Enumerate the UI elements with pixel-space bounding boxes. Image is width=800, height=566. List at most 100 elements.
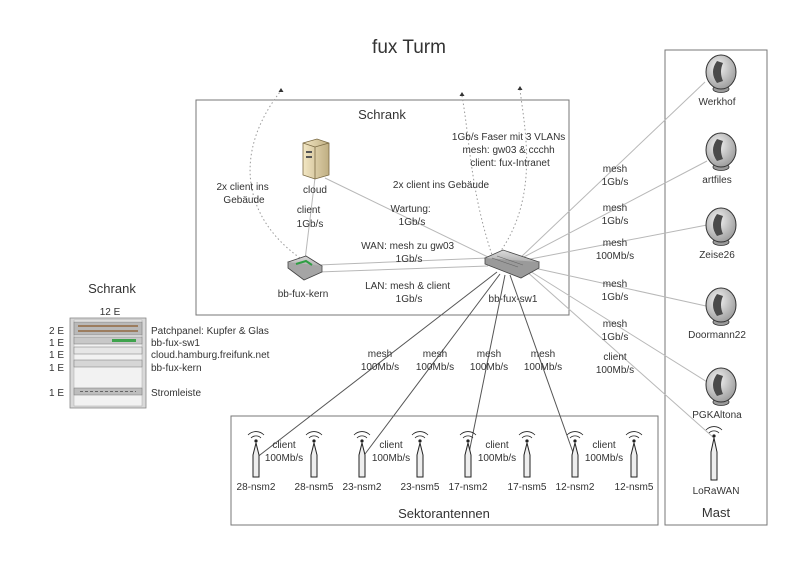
label-wan: WAN: mesh zu gw03 1Gb/s [361,241,457,265]
link-pgkaltona [524,267,713,386]
sw1-label: bb-fux-sw1 [489,294,538,305]
antenna-icon [353,431,371,478]
uplink-mid [461,95,494,259]
link-zeise26 [519,224,708,262]
rack-row-label: cloud.hamburg.freifunk.net [151,350,270,361]
link-kern-sw1-wan [317,257,489,266]
lorawan-antenna-icon [705,426,723,481]
rack-title: Schrank [88,281,136,296]
mast-box [664,49,768,526]
antenna-label: 28-nsm2 [237,482,276,493]
page-title: fux Turm [372,37,446,58]
sektor-box-title: Sektorantennen [398,506,490,521]
sector-antennas: 28-nsm2 28-nsm5 23-nsm2 23-nsm5 17-nsm2 17-ns… [237,431,654,493]
label-lan: LAN: mesh & client 1Gb/s [365,281,453,305]
antenna-label: 17-nsm5 [508,482,547,493]
schrank-box-title: Schrank [358,107,406,122]
dish-icon [705,207,737,246]
mast-node-label: Werkhof [698,97,735,108]
antenna-icon [459,431,477,478]
antenna-label: 23-nsm5 [401,482,440,493]
antenna-label: 12-nsm2 [556,482,595,493]
label-client-gebaeude-left: 2x client ins Gebäude [216,182,271,206]
link-lorawan [524,269,715,439]
sektor-box [230,415,659,526]
antenna-icon [625,431,643,478]
kern-label: bb-fux-kern [278,289,329,300]
link-doormann22 [524,265,707,307]
rack-rows: 2 E Patchpanel: Kupfer & Glas 1 E bb-fux… [49,326,270,399]
antenna-icon [305,431,323,478]
rack-row-units: 1 E [49,388,64,399]
label-client-gebaeude-mid: 2x client ins Gebäude [393,180,490,191]
kern-router-icon [287,255,323,281]
rack-size: 12 E [100,307,121,318]
antenna-icon [518,431,536,478]
rack-row-units: 1 E [49,363,64,374]
link-17-nsm2 [467,274,506,459]
link-23-nsm2 [361,273,501,459]
dish-icon [705,367,737,406]
dish-icon [705,287,737,326]
mast-node-label: Zeise26 [699,250,735,261]
antenna-label: 28-nsm5 [295,482,334,493]
uplink-arrow-right [517,86,523,90]
uplink-left [249,91,301,259]
mast-node-label: Doormann22 [688,330,746,341]
link-kern-sw1-lan [317,265,489,273]
link-28-nsm2 [255,271,498,459]
dish-icon [705,54,737,93]
rack-row-label: Patchpanel: Kupfer & Glas [151,326,269,337]
label-wartung: Wartung: 1Gb/s [391,204,434,228]
rack-row-units: 1 E [49,350,64,361]
dish-icon [705,132,737,171]
antenna-icon [566,431,584,478]
antenna-icon [247,431,265,478]
mast-node-label: artfiles [702,175,731,186]
sw1-switch-icon [483,249,540,279]
uplink-arrow-left [278,88,284,92]
rack-row-label: bb-fux-sw1 [151,338,200,349]
antenna-label: 23-nsm2 [343,482,382,493]
label-faser: 1Gb/s Faser mit 3 VLANs mesh: gw03 & ccc… [452,132,568,169]
link-12-nsm2 [509,274,576,459]
antenna-icon [411,431,429,478]
uplink-arrow-mid [459,92,465,96]
uplink-right [496,89,528,257]
lorawan-label: LoRaWAN [693,486,740,497]
antenna-label: 12-nsm5 [615,482,654,493]
link-cloud-sw1 [324,177,491,259]
cloud-server-icon [302,138,330,180]
schrank-box [195,99,570,316]
cloud-label: cloud [303,185,327,196]
label-client-1g: client 1Gb/s [297,205,324,230]
link-cloud-kern [304,177,316,261]
mast-box-title: Mast [702,505,731,520]
antenna-label: 17-nsm2 [449,482,488,493]
rack-icon [69,317,147,409]
mast-node-label: PGKAltona [692,410,742,421]
mast-nodes: Werkhof artfilesZeise26Doormann22PGKAlton… [688,54,746,421]
rack-row-label: Stromleiste [151,388,201,399]
rack-row-units: 1 E [49,338,64,349]
link-artfiles [519,160,708,260]
rack-row-units: 2 E [49,326,64,337]
